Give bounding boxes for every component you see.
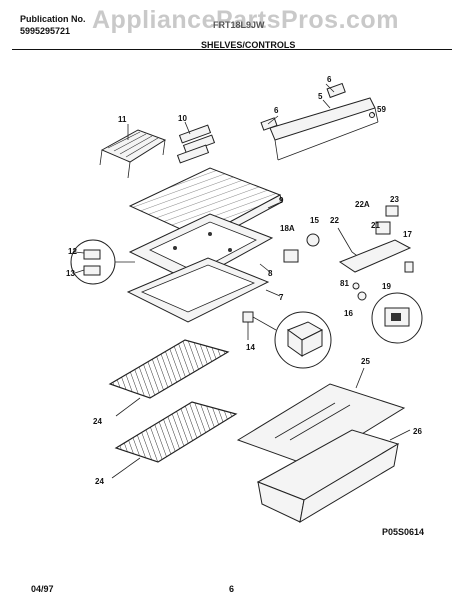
part-label-25: 25	[361, 357, 370, 366]
section-title: SHELVES/CONTROLS	[201, 40, 296, 50]
part-label-22a: 22A	[355, 200, 370, 209]
leader-lines	[74, 83, 411, 479]
part-label-10: 10	[178, 114, 187, 123]
bracket-detail-drawing	[70, 239, 135, 285]
part-label-19: 19	[382, 282, 391, 291]
part-label-6b: 6	[274, 106, 279, 115]
crisper-glass-drawing	[236, 383, 406, 467]
part-label-8: 8	[268, 269, 273, 278]
control-strip-drawing	[260, 82, 379, 161]
crisper-pan-drawing	[256, 429, 400, 523]
switch-detail-drawing	[371, 292, 423, 344]
part-label-18a: 18A	[280, 224, 295, 233]
part-label-24b: 24	[95, 477, 104, 486]
wire-shelves-drawing	[108, 339, 238, 463]
shelf-frame-drawing	[128, 213, 274, 283]
figure-code: P05S0614	[382, 527, 425, 537]
publication-date: 04/97	[31, 584, 54, 594]
part-label-12: 12	[68, 247, 77, 256]
control-components-drawing	[283, 205, 414, 301]
publication-number: 5995295721	[20, 26, 71, 36]
thermostat-detail-drawing	[242, 311, 332, 369]
publication-label: Publication No.	[20, 14, 86, 24]
part-label-9: 9	[279, 196, 284, 205]
egg-holders-drawing	[176, 124, 216, 164]
part-label-22: 22	[330, 216, 339, 225]
part-label-6a: 6	[327, 75, 332, 84]
part-label-15: 15	[310, 216, 319, 225]
part-label-59: 59	[377, 105, 386, 114]
model-number: FRT18L9JW	[213, 20, 265, 30]
part-label-17: 17	[403, 230, 412, 239]
part-label-21: 21	[371, 221, 380, 230]
shelf-rack-drawing	[99, 129, 167, 179]
part-label-23: 23	[390, 195, 399, 204]
watermark: AppliancePartsPros.com	[92, 6, 399, 34]
crisper-frame-drawing	[126, 257, 270, 323]
part-label-7: 7	[279, 293, 284, 302]
header-rule	[12, 49, 452, 50]
part-label-81: 81	[340, 279, 349, 288]
part-label-26: 26	[413, 427, 422, 436]
part-label-16: 16	[344, 309, 353, 318]
part-label-14: 14	[246, 343, 255, 352]
part-label-24a: 24	[93, 417, 102, 426]
part-label-13: 13	[66, 269, 75, 278]
part-label-11: 11	[118, 115, 127, 124]
page-number: 6	[229, 584, 235, 594]
part-label-5: 5	[318, 92, 323, 101]
